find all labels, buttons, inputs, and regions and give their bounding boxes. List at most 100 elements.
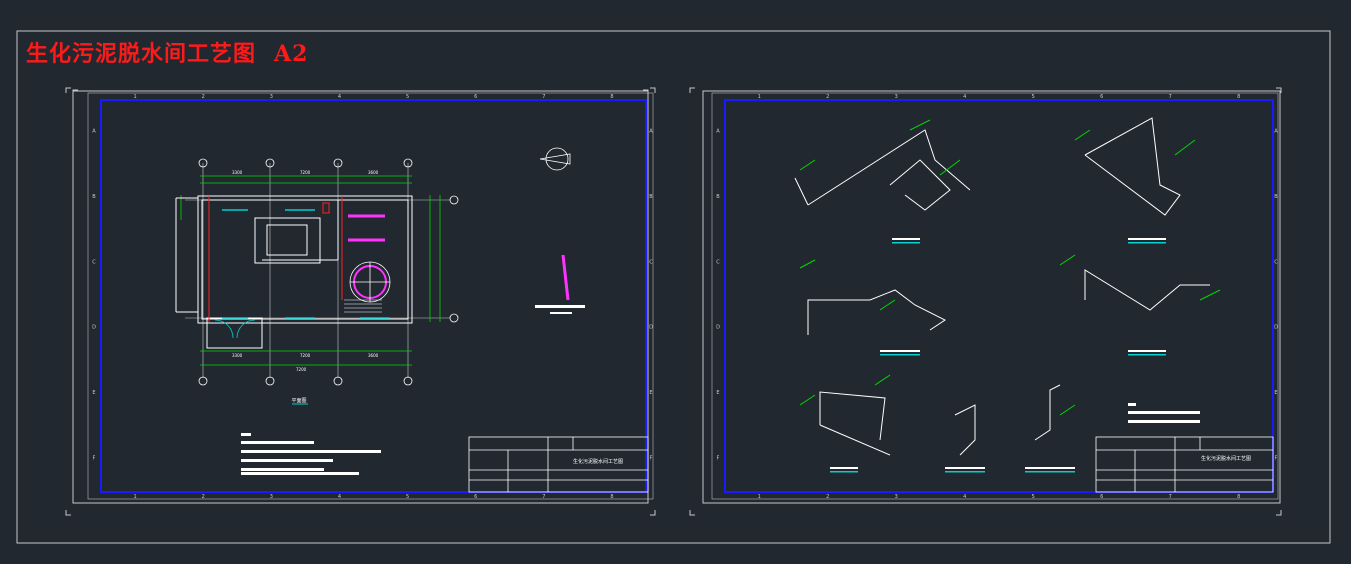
crop-marks-right bbox=[689, 87, 1282, 516]
grid-column-label: 3 bbox=[895, 494, 898, 500]
grid-row-label: B bbox=[716, 194, 720, 200]
grid-column-label: 3 bbox=[895, 94, 898, 100]
grid-row-label: C bbox=[649, 259, 653, 265]
grid-column-label: 2 bbox=[826, 494, 829, 500]
grid-row-label: C bbox=[92, 259, 96, 265]
grid-column-label: 4 bbox=[338, 494, 341, 500]
doors bbox=[214, 319, 256, 339]
grid-column-label: 8 bbox=[1237, 94, 1240, 100]
sheet-plan-paper bbox=[72, 90, 649, 504]
north-arrow-icon bbox=[539, 147, 571, 171]
grid-strip-left bbox=[87, 92, 654, 500]
grid-row-label: F bbox=[717, 455, 720, 461]
grid-column-label: 8 bbox=[1237, 494, 1240, 500]
drawing-title: 生化污泥脱水间工艺图 A2 bbox=[26, 36, 308, 68]
grid-column-label: 1 bbox=[758, 94, 761, 100]
title-block-right bbox=[1095, 436, 1274, 493]
sheet-border-left bbox=[100, 99, 647, 493]
grid-row-label: A bbox=[716, 129, 720, 135]
section-caption bbox=[535, 305, 585, 314]
grid-column-label: 3 bbox=[270, 94, 273, 100]
building-walls bbox=[175, 195, 413, 349]
dim-text: 3600 bbox=[368, 353, 379, 358]
grid-row-label: E bbox=[649, 390, 652, 396]
grid-column-label: 4 bbox=[338, 94, 341, 100]
grid-column-label: 6 bbox=[1100, 94, 1103, 100]
grid-strip-right bbox=[711, 92, 1279, 500]
dim-text: 3300 bbox=[232, 353, 243, 358]
grid-column-label: 6 bbox=[474, 494, 477, 500]
grid-column-label: 1 bbox=[133, 94, 136, 100]
grid-row-label: B bbox=[649, 194, 653, 200]
diagram-captions bbox=[830, 238, 1166, 473]
grid-row-label: B bbox=[92, 194, 96, 200]
grid-column-label: 5 bbox=[1032, 494, 1035, 500]
grid-column-label: 3 bbox=[270, 494, 273, 500]
grid-row-label: F bbox=[93, 455, 96, 461]
grid-row-label: A bbox=[1274, 129, 1278, 135]
notes-block bbox=[241, 433, 381, 475]
grid-row-label: E bbox=[716, 390, 719, 396]
grid-row-label: D bbox=[649, 325, 653, 331]
plan-caption: 平面图 bbox=[291, 398, 306, 404]
grid-column-label: 7 bbox=[542, 94, 545, 100]
grid-row-label: C bbox=[1274, 259, 1278, 265]
grid-row-label: D bbox=[1274, 325, 1278, 331]
grid-row-label: F bbox=[650, 455, 653, 461]
grid-column-label: 2 bbox=[202, 94, 205, 100]
grid-row-label: E bbox=[92, 390, 95, 396]
grid-column-label: 6 bbox=[1100, 494, 1103, 500]
axis-lines bbox=[185, 163, 450, 378]
grid-row-label: A bbox=[92, 129, 96, 135]
grid-column-label: 5 bbox=[406, 494, 409, 500]
dim-text: 7200 bbox=[300, 353, 311, 358]
windows bbox=[222, 209, 390, 319]
stairs bbox=[344, 299, 382, 313]
grid-row-label: C bbox=[716, 259, 720, 265]
drawing-title-text: 生化污泥脱水间工艺图 bbox=[26, 41, 257, 67]
grid-column-label: 8 bbox=[610, 94, 613, 100]
grid-column-label: 8 bbox=[610, 494, 613, 500]
grid-row-label: E bbox=[1274, 390, 1277, 396]
outer-frame bbox=[16, 30, 1331, 544]
grid-row-label: D bbox=[92, 325, 96, 331]
sheet-iso-paper bbox=[702, 90, 1281, 504]
grid-column-label: 7 bbox=[1169, 494, 1172, 500]
red-lines bbox=[208, 196, 343, 322]
title-block-name: 生化污泥脱水间工艺图 bbox=[573, 458, 623, 465]
tank bbox=[349, 261, 391, 303]
title-block-left bbox=[468, 436, 649, 493]
sheet-border-right bbox=[724, 99, 1274, 493]
grid-column-label: 7 bbox=[1169, 94, 1172, 100]
grid-column-label: 2 bbox=[826, 94, 829, 100]
grid-column-label: 2 bbox=[202, 494, 205, 500]
grid-row-label: D bbox=[716, 325, 720, 331]
grid-row-label: F bbox=[1275, 455, 1278, 461]
grid-column-label: 7 bbox=[542, 494, 545, 500]
isometric-dimensions bbox=[799, 119, 1221, 416]
dim-text: 3300 bbox=[232, 170, 243, 175]
title-block-name-right: 生化污泥脱水间工艺图 bbox=[1201, 455, 1251, 462]
grid-column-label: 1 bbox=[133, 494, 136, 500]
dim-text: 7200 bbox=[300, 170, 311, 175]
notes-block-right bbox=[1128, 403, 1200, 423]
grid-column-label: 6 bbox=[474, 94, 477, 100]
grid-column-label: 1 bbox=[758, 494, 761, 500]
dimension-texts: 3300 7200 3600 3300 7200 3600 7200 bbox=[232, 170, 379, 372]
grid-row-label: B bbox=[1274, 194, 1278, 200]
isometric-pipes bbox=[794, 117, 1210, 456]
axis-bubbles bbox=[198, 158, 459, 386]
dim-text: 3600 bbox=[368, 170, 379, 175]
equipment-magenta bbox=[348, 214, 570, 301]
grid-column-label: 4 bbox=[963, 494, 966, 500]
grid-column-label: 5 bbox=[406, 94, 409, 100]
paper-size-label: A2 bbox=[274, 41, 309, 67]
grid-column-label: 5 bbox=[1032, 94, 1035, 100]
dimension-chains bbox=[180, 175, 441, 366]
grid-column-label: 4 bbox=[963, 94, 966, 100]
